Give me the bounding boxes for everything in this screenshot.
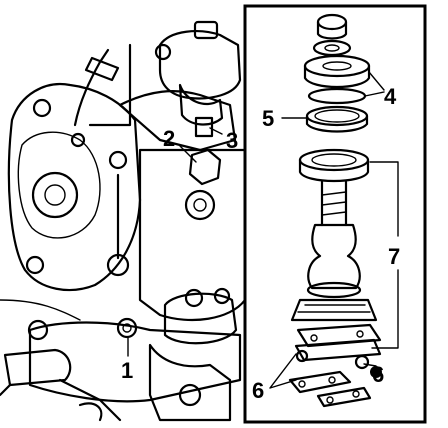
tie-rod-shaft xyxy=(0,378,122,422)
top-washer-hole xyxy=(324,44,340,52)
nut-right-upper xyxy=(354,354,370,370)
callout-6-right: 6 xyxy=(372,362,384,387)
ball-joint-body xyxy=(307,223,361,290)
hub-center xyxy=(31,171,79,219)
upper-bushing-hole xyxy=(322,61,352,71)
shim-plate-lower xyxy=(294,338,382,362)
shim-hole-a xyxy=(310,334,318,342)
lock-plate-left xyxy=(288,370,352,394)
exploded-view xyxy=(288,13,382,408)
bolt-left xyxy=(295,349,309,363)
tie-rod-ball-stud xyxy=(27,319,49,341)
lower-ball-joint-housing xyxy=(163,292,238,345)
top-washer xyxy=(312,39,352,57)
frame-edge-left xyxy=(0,299,81,321)
callout-1: 1 xyxy=(121,358,133,383)
knuckle-bolt-center xyxy=(193,198,207,212)
assembled-view xyxy=(0,20,247,422)
top-nut-body xyxy=(316,20,348,40)
lock-plate-hole-c xyxy=(326,396,334,404)
upper-bolt xyxy=(154,43,172,61)
upper-bushing-body xyxy=(303,64,371,88)
brake-hose-bracket xyxy=(88,43,132,127)
callout-4: 4 xyxy=(384,84,397,109)
bleeder-fitting xyxy=(70,132,86,148)
hub-recess xyxy=(17,131,101,239)
left-callouts: 1 2 3 xyxy=(121,126,238,383)
ball-joint-cap-inner xyxy=(311,153,357,167)
leader-4b xyxy=(364,91,385,97)
callout-6: 6 xyxy=(252,378,264,403)
ball-stud-nut xyxy=(194,116,214,138)
lower-control-arm xyxy=(28,321,242,403)
right-callouts: 4 5 7 6 6 xyxy=(252,84,400,403)
leader-6-right xyxy=(363,363,377,367)
hub-bore xyxy=(44,184,66,206)
lower-arm-bolt xyxy=(116,317,138,339)
lock-plate-right xyxy=(316,386,372,408)
knuckle-bolt xyxy=(184,189,216,221)
retaining-ring-body xyxy=(305,114,369,133)
lock-plate-hole-a xyxy=(298,380,306,388)
callout-5: 5 xyxy=(262,106,274,131)
callout-3: 3 xyxy=(226,128,238,153)
stabilizer-link-top xyxy=(108,150,128,170)
leader-2 xyxy=(179,145,197,163)
ball-joint-flange xyxy=(306,281,362,299)
lock-plate-hole-b xyxy=(328,376,336,384)
ball-joint-cap-body xyxy=(298,158,370,183)
caliper-bolt-lower xyxy=(25,255,45,275)
shim-hole-b xyxy=(356,330,364,338)
grease-fitting xyxy=(193,20,219,40)
retaining-ring-inner xyxy=(314,109,360,123)
left-callout-leaders xyxy=(127,127,223,357)
lower-knuckle-bore xyxy=(178,383,202,407)
lower-arm-bolt-center xyxy=(122,323,132,333)
callout-2: 2 xyxy=(163,126,175,151)
dust-boot xyxy=(290,298,378,322)
nut-right-lower xyxy=(370,366,382,378)
callout-7: 7 xyxy=(388,244,400,269)
ball-stud-boot xyxy=(178,83,224,126)
stud-threads xyxy=(321,191,347,216)
brake-line-bracket xyxy=(84,56,120,82)
upper-ball-joint-housing xyxy=(158,30,242,100)
lower-ball-joint-nut xyxy=(184,288,204,308)
leader-3 xyxy=(209,127,223,135)
leader-6-left xyxy=(269,353,297,389)
caliper-bolt-upper xyxy=(32,98,52,118)
knuckle-casting xyxy=(7,82,142,292)
tie-rod-end xyxy=(3,348,72,387)
right-callout-leaders xyxy=(269,71,399,389)
lower-knuckle xyxy=(148,343,232,422)
leader-7-bracket xyxy=(369,161,399,349)
leader-4a xyxy=(368,71,385,91)
shim-plate-upper xyxy=(296,323,382,348)
lock-plate-hole-d xyxy=(352,390,360,398)
ball-joint-stud xyxy=(320,180,348,227)
lower-bolt-right xyxy=(213,287,231,305)
tie-rod-clamp xyxy=(78,402,103,422)
dust-boot-ribs xyxy=(297,304,371,313)
knuckle-nut-hex xyxy=(188,148,222,186)
